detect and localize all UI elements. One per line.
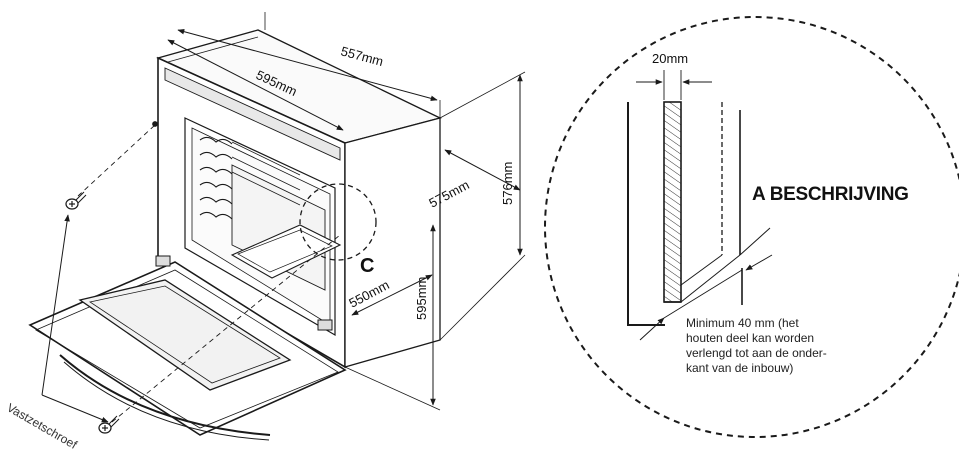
note-line-4: kant van de inbouw)	[686, 361, 793, 375]
oven-drawing	[28, 29, 442, 441]
screw-axis-lines	[77, 124, 341, 423]
dim-label-557: 557mm	[339, 43, 385, 69]
oven-dimension-lines	[167, 12, 526, 411]
detail-marker-c: C	[360, 255, 374, 277]
note-line-2: houten deel kan worden	[686, 331, 814, 345]
detail-view	[544, 16, 959, 438]
screw-icon	[65, 191, 87, 210]
screw-icon	[98, 415, 120, 434]
oven-rack-rails	[199, 136, 301, 220]
dim-label-595-front: 595mm	[414, 277, 429, 320]
gap-label-20mm: 20mm	[652, 51, 688, 66]
oven-door	[28, 255, 347, 441]
detail-circle-c	[299, 183, 377, 261]
dim-label-576: 576mm	[500, 162, 515, 205]
note-line-3: verlengd tot aan de onder-	[686, 346, 827, 360]
oven-side-face	[344, 117, 441, 368]
screw-label: Vastzetschroef	[5, 400, 81, 452]
note-line-1: Minimum 40 mm (het	[686, 316, 799, 330]
detail-note: Minimum 40 mm (het houten deel kan worde…	[686, 316, 827, 375]
oven-tray	[230, 224, 342, 279]
wood-panel	[663, 101, 682, 303]
detail-heading: A BESCHRIJVING	[752, 184, 909, 205]
